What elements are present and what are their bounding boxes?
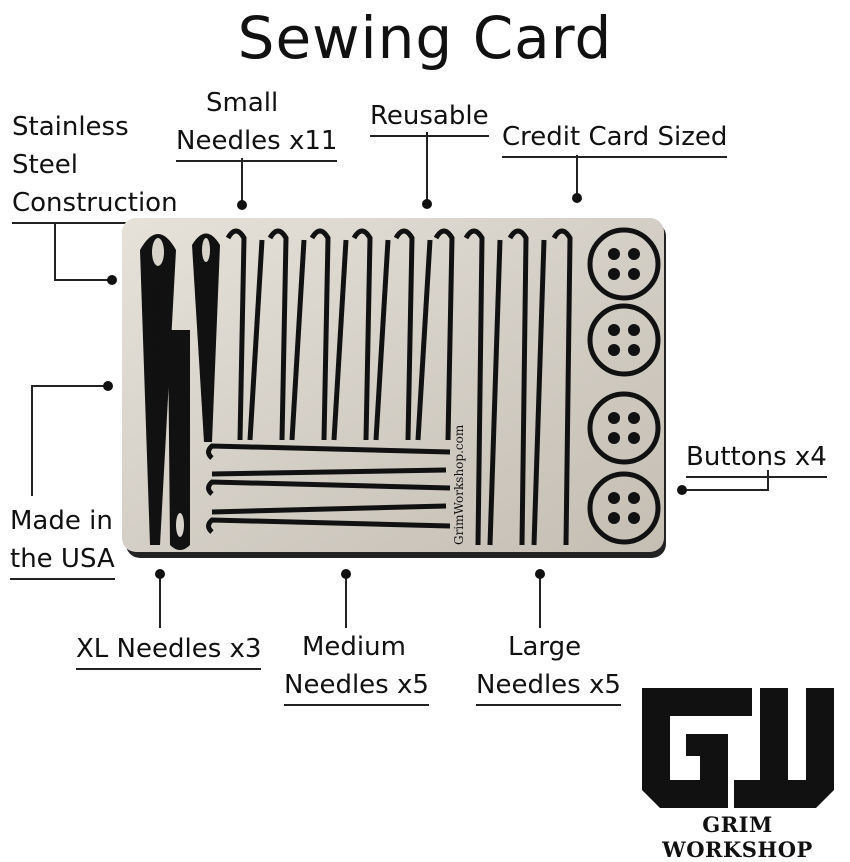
large-needle-3 bbox=[507, 228, 529, 546]
label-made-in-line2: the USA bbox=[10, 540, 115, 580]
leader-buttons bbox=[682, 470, 769, 491]
label-medium-needles-line1: Medium bbox=[302, 632, 406, 662]
xl-needle-2 bbox=[168, 330, 190, 550]
button-3 bbox=[587, 391, 661, 465]
label-medium-needles: Medium Needles x5 bbox=[284, 628, 429, 706]
label-stainless: Stainless Steel Construction bbox=[12, 108, 178, 224]
small-needle-3 bbox=[267, 228, 289, 441]
button-4 bbox=[587, 471, 661, 545]
small-needle-6 bbox=[331, 239, 349, 441]
engraving-made-in-usa: Made in the USA bbox=[149, 285, 164, 398]
label-small-needles: Small Needles x11 bbox=[176, 84, 338, 162]
engraving-website: GrimWorkshop.com bbox=[452, 424, 466, 545]
large-needle-2 bbox=[487, 239, 503, 546]
medium-needle-3 bbox=[206, 479, 451, 496]
logo-w-shape bbox=[734, 688, 834, 808]
label-small-needles-line2: Needles x11 bbox=[176, 122, 338, 162]
logo-g-shape bbox=[642, 688, 752, 808]
button-2 bbox=[587, 303, 661, 377]
label-xl-needles-text: XL Needles x3 bbox=[76, 630, 262, 670]
xl-needle-3 bbox=[192, 233, 220, 442]
small-needle-4 bbox=[289, 239, 307, 441]
medium-needle-5 bbox=[206, 517, 451, 534]
medium-needles bbox=[206, 443, 451, 534]
label-stainless-line1: Stainless bbox=[12, 112, 129, 142]
label-large-needles-line1: Large bbox=[508, 632, 582, 662]
small-needle-5 bbox=[309, 228, 331, 441]
large-needle-4 bbox=[531, 239, 547, 546]
leader-stainless bbox=[54, 222, 112, 281]
label-reusable-text: Reusable bbox=[370, 97, 489, 137]
label-credit-card: Credit Card Sized bbox=[502, 118, 728, 158]
leader-dots bbox=[103, 193, 687, 579]
small-needle-7 bbox=[351, 228, 373, 441]
label-medium-needles-line2: Needles x5 bbox=[284, 666, 429, 706]
leader-made-in bbox=[31, 385, 108, 496]
button-1 bbox=[587, 227, 661, 301]
xl-needles bbox=[140, 233, 220, 550]
label-xl-needles: XL Needles x3 bbox=[76, 630, 262, 670]
small-needle-8 bbox=[373, 239, 391, 441]
logo-brand-text: GRIM WORKSHOP bbox=[662, 812, 813, 862]
xl-needle-1 bbox=[140, 234, 176, 545]
small-needle-9 bbox=[393, 228, 415, 441]
label-made-in-line1: Made in bbox=[10, 506, 113, 536]
label-stainless-line3: Construction bbox=[12, 184, 178, 224]
leader-lines bbox=[31, 132, 769, 628]
small-needle-10 bbox=[415, 239, 433, 441]
buttons bbox=[587, 227, 661, 545]
label-stainless-line2: Steel bbox=[12, 150, 78, 180]
label-credit-card-text: Credit Card Sized bbox=[502, 118, 728, 158]
small-needle-1 bbox=[225, 228, 247, 441]
large-needle-1 bbox=[463, 228, 485, 546]
medium-needle-1 bbox=[206, 443, 451, 460]
label-made-in: Made in the USA bbox=[10, 502, 115, 580]
logo-monogram bbox=[642, 688, 834, 808]
medium-needle-4 bbox=[211, 503, 447, 515]
page-title: Sewing Card bbox=[237, 4, 613, 72]
label-reusable: Reusable bbox=[370, 97, 489, 137]
small-needle-2 bbox=[247, 239, 265, 441]
label-buttons-text: Buttons x4 bbox=[686, 438, 827, 478]
large-needle-5 bbox=[551, 228, 573, 546]
label-large-needles-line2: Needles x5 bbox=[476, 666, 621, 706]
medium-needle-2 bbox=[211, 467, 447, 477]
label-small-needles-line1: Small bbox=[206, 88, 279, 118]
vertical-needles bbox=[225, 228, 573, 546]
label-buttons: Buttons x4 bbox=[686, 438, 827, 478]
label-large-needles: Large Needles x5 bbox=[476, 628, 621, 706]
small-needle-11 bbox=[433, 228, 455, 441]
